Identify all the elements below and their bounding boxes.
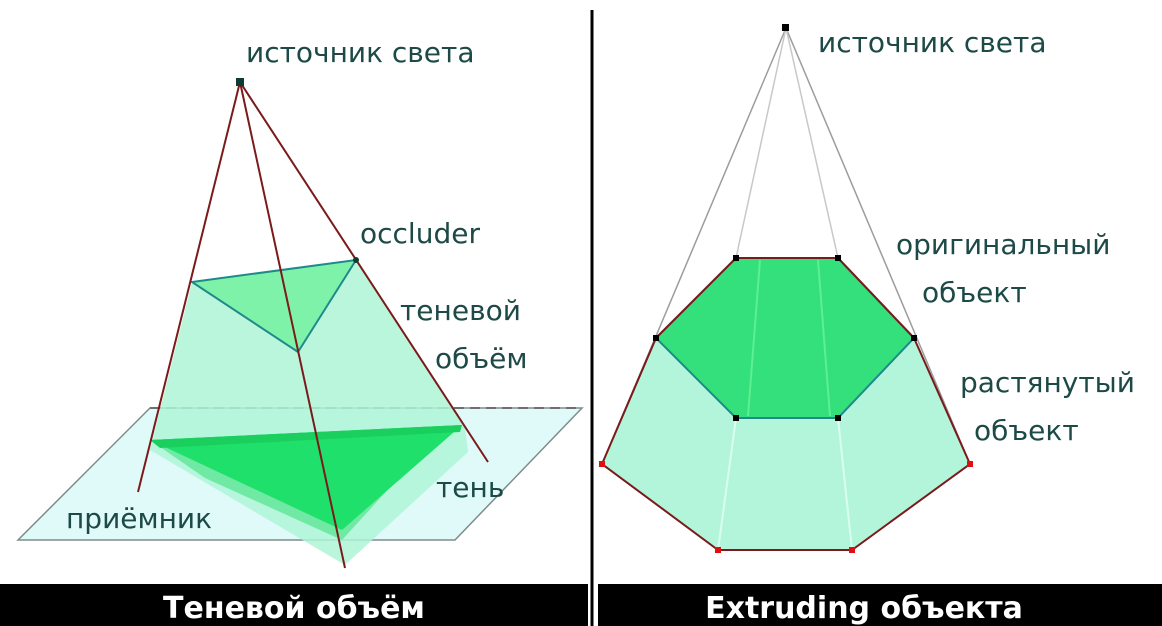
vertex-extruded-3	[849, 547, 855, 553]
ray-grey-2	[785, 27, 971, 465]
original-inner-line-2	[817, 259, 831, 417]
occluder-vertex	[353, 257, 359, 263]
vertex-extruded-1	[599, 461, 605, 467]
vertex-original-1	[653, 335, 659, 341]
vertex-original-6	[733, 415, 739, 421]
vertex-original-4	[911, 335, 917, 341]
left-caption: Теневой объём	[163, 591, 425, 626]
original-inner-line-1	[747, 259, 761, 417]
receiver-label: приёмник	[66, 502, 212, 535]
right-caption: Extruding объекта	[705, 591, 1023, 626]
left-caption-bar	[0, 584, 588, 626]
original-top-outline	[655, 257, 915, 339]
shadow-region-band	[150, 425, 462, 448]
vertex-original-3	[835, 255, 841, 261]
shadow-volume-label-line1: теневой	[400, 294, 521, 327]
vertex-extruded-2	[715, 547, 721, 553]
ray-grey-3	[735, 27, 787, 259]
vertex-extruded-4	[967, 461, 973, 467]
ray-right	[239, 81, 489, 463]
extruded-object-label-line1: растянутый	[960, 366, 1135, 399]
extrude-seam-2	[837, 417, 853, 551]
right-panel: источник света оригинальный объект растя…	[598, 24, 1162, 626]
ray-grey-4	[785, 27, 839, 259]
extruded-outline	[600, 337, 972, 551]
extrude-seam-1	[717, 417, 737, 551]
vertex-original-5	[835, 415, 841, 421]
shadow-volume-label-line2: объём	[435, 342, 528, 375]
ray-left	[137, 81, 241, 493]
occluder-triangle	[189, 258, 358, 354]
light-source-label-right: источник света	[818, 26, 1046, 59]
occluder-label: occluder	[360, 217, 480, 250]
right-caption-bar	[598, 584, 1162, 626]
original-object-label-line2: объект	[922, 276, 1027, 309]
ray-middle	[239, 81, 346, 569]
shadow-region-inner	[150, 425, 462, 530]
left-panel: источник света occluder теневой объём те…	[0, 36, 588, 626]
extruded-object-label-line2: объект	[974, 414, 1079, 447]
light-source-point-left	[236, 78, 244, 86]
light-source-point-right	[782, 24, 789, 31]
original-object-label-line1: оригинальный	[896, 228, 1110, 261]
shadow-label: тень	[436, 471, 504, 504]
vertex-original-2	[733, 255, 739, 261]
light-source-label-left: источник света	[246, 36, 474, 69]
